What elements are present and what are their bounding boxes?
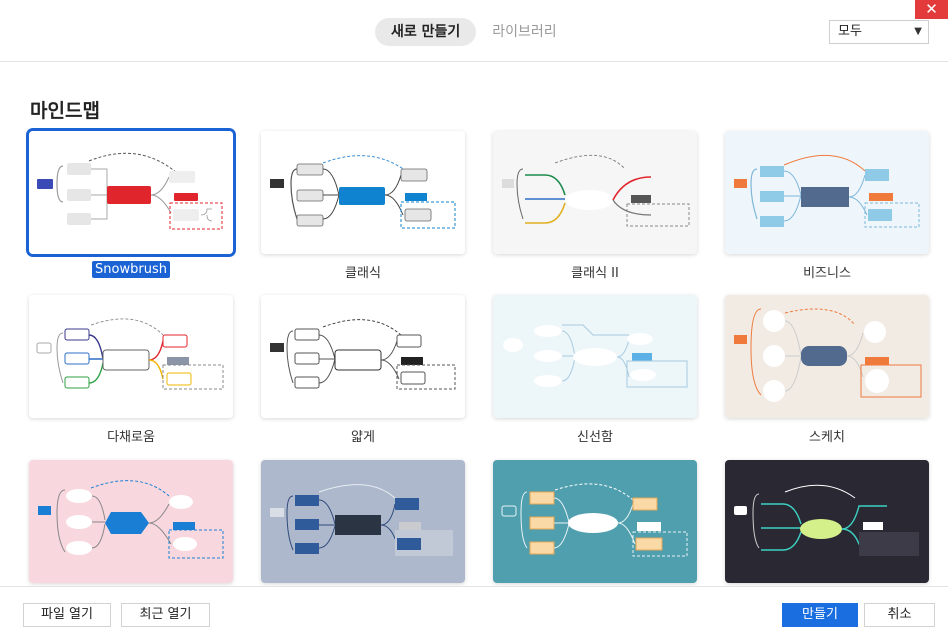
mindmap-thumbnail-teal bbox=[493, 460, 697, 583]
chevron-down-icon: ▼ bbox=[914, 26, 922, 37]
mindmap-thumbnail-classic bbox=[261, 131, 465, 254]
template-label-snowbrush: Snowbrush bbox=[29, 261, 233, 278]
template-label-classic-2: 클래식 II bbox=[571, 266, 619, 281]
open-file-button[interactable]: 파일 열기 bbox=[23, 603, 111, 627]
cancel-button[interactable]: 취소 bbox=[864, 603, 935, 627]
template-card-business[interactable] bbox=[725, 131, 929, 254]
mode-tabs: 새로 만들기 라이브러리 bbox=[375, 18, 573, 46]
template-label-thin: 얇게 bbox=[351, 430, 375, 445]
template-card-classic-2[interactable] bbox=[493, 131, 697, 254]
template-card-snowbrush[interactable] bbox=[29, 131, 233, 254]
open-recent-button[interactable]: 최근 열기 bbox=[121, 603, 210, 627]
category-filter-select[interactable]: 모두 ▼ bbox=[829, 20, 929, 44]
mindmap-thumbnail-thin bbox=[261, 295, 465, 418]
mindmap-thumbnail-slate bbox=[261, 460, 465, 583]
mindmap-thumbnail-fresh bbox=[493, 295, 697, 418]
mindmap-thumbnail-classic-2 bbox=[493, 131, 697, 254]
section-title: 마인드맵 bbox=[30, 100, 100, 122]
template-label-business: 비즈니스 bbox=[803, 266, 851, 281]
template-card-fresh[interactable] bbox=[493, 295, 697, 418]
template-label-sketch: 스케치 bbox=[809, 430, 845, 445]
template-label-colorful: 다채로움 bbox=[107, 430, 155, 445]
tab-library[interactable]: 라이브러리 bbox=[492, 24, 557, 40]
template-card-colorful[interactable] bbox=[29, 295, 233, 418]
template-card-thin[interactable] bbox=[261, 295, 465, 418]
template-card-pink[interactable] bbox=[29, 460, 233, 583]
dialog-header: 새로 만들기 라이브러리 모두 ▼ ✕ bbox=[0, 0, 948, 62]
mindmap-thumbnail-snowbrush bbox=[29, 131, 233, 254]
mindmap-thumbnail-colorful bbox=[29, 295, 233, 418]
create-button[interactable]: 만들기 bbox=[782, 603, 858, 627]
mindmap-thumbnail-business bbox=[725, 131, 929, 254]
mindmap-thumbnail-dark bbox=[725, 460, 929, 583]
template-label-fresh: 신선함 bbox=[577, 430, 613, 445]
template-card-teal[interactable] bbox=[493, 460, 697, 583]
close-button[interactable]: ✕ bbox=[915, 0, 948, 19]
mindmap-thumbnail-pink bbox=[29, 460, 233, 583]
mindmap-thumbnail-sketch bbox=[725, 295, 929, 418]
tab-new[interactable]: 새로 만들기 bbox=[375, 18, 477, 46]
template-card-classic[interactable] bbox=[261, 131, 465, 254]
filter-value: 모두 bbox=[838, 24, 862, 39]
template-card-sketch[interactable] bbox=[725, 295, 929, 418]
dialog-footer: 파일 열기 최근 열기 만들기 취소 bbox=[0, 586, 948, 633]
template-card-dark[interactable] bbox=[725, 460, 929, 583]
template-label-classic: 클래식 bbox=[345, 266, 381, 281]
template-card-slate[interactable] bbox=[261, 460, 465, 583]
